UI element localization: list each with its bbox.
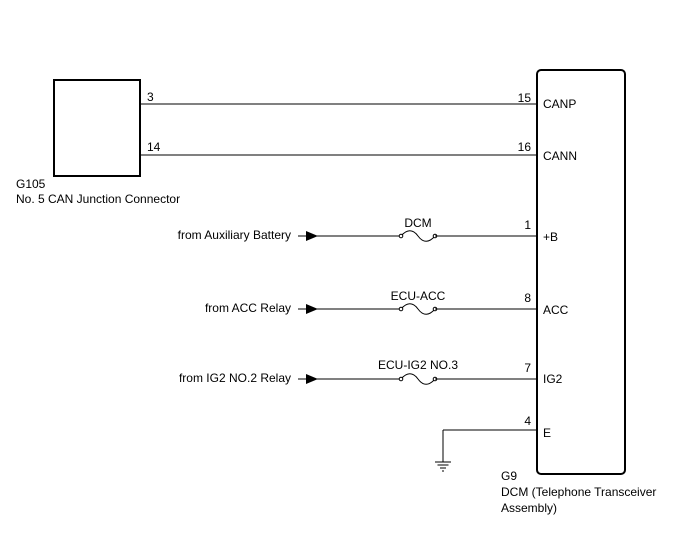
dcm-box: [536, 69, 626, 475]
source-auxiliary-battery: from Auxiliary Battery: [177, 228, 291, 242]
dcm-pin-1: 1: [524, 218, 531, 232]
fuse-label-ecu-acc: ECU-ACC: [390, 289, 446, 303]
ig2-relay-circuit: [298, 373, 537, 385]
fuse-icon: [400, 303, 436, 315]
junction-connector-box: [53, 79, 141, 177]
terminal-plus-b: +B: [543, 230, 559, 244]
terminal-ig2: IG2: [543, 372, 563, 386]
dcm-pin-15: 15: [517, 91, 531, 105]
fuse-label-ecu-ig2-no3: ECU-IG2 NO.3: [377, 358, 458, 372]
auxiliary-battery-circuit: [298, 230, 537, 242]
connector-code: G105: [16, 177, 46, 191]
terminal-canp: CANP: [543, 97, 577, 111]
source-acc-relay: from ACC Relay: [204, 301, 291, 315]
dcm-pin-4: 4: [524, 414, 531, 428]
dcm-pin-7: 7: [524, 361, 531, 375]
fuse-label-dcm: DCM: [404, 216, 432, 230]
dcm-name-line1: DCM (Telephone Transceiver: [501, 485, 657, 499]
acc-relay-circuit: [298, 303, 537, 315]
dcm-pin-16: 16: [517, 140, 531, 154]
connector-name: No. 5 CAN Junction Connector: [16, 192, 181, 206]
fuse-icon: [400, 230, 436, 242]
terminal-cann: CANN: [543, 149, 578, 163]
terminal-e: E: [543, 426, 552, 440]
connector-pin-14: 14: [147, 140, 161, 154]
dcm-pin-8: 8: [524, 291, 531, 305]
dcm-name-line2: Assembly): [501, 501, 558, 515]
terminal-acc: ACC: [543, 303, 569, 317]
dcm-code: G9: [501, 469, 518, 483]
ground-circuit: [435, 429, 537, 472]
connector-pin-3: 3: [147, 90, 154, 104]
fuse-icon: [400, 373, 436, 385]
ground-icon: [435, 461, 451, 472]
source-ig2-relay: from IG2 NO.2 Relay: [178, 371, 291, 385]
